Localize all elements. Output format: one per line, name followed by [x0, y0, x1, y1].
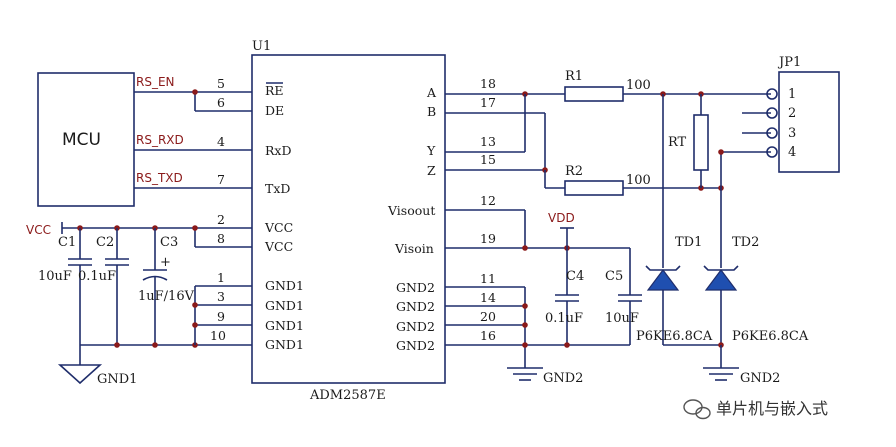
td2-ref: TD2 — [732, 235, 759, 250]
pin-name: VCC — [264, 239, 293, 254]
c3-plus: + — [160, 255, 171, 270]
iso-power: VDD C4 0.1uF C5 10uF GND2 — [445, 209, 642, 386]
jp1-pin: 1 — [788, 87, 796, 102]
pin-name: VCC — [264, 220, 293, 235]
pin-name: GND1 — [265, 278, 304, 293]
mcu-block: MCU — [37, 72, 135, 207]
pin-num: 19 — [480, 231, 496, 246]
pin-num: 11 — [480, 271, 496, 286]
r1-value: 100 — [626, 78, 651, 93]
pin-name: GND2 — [396, 338, 435, 353]
pin-name: TxD — [265, 181, 290, 196]
pin-num: 13 — [480, 134, 496, 149]
jp1-ref: JP1 — [777, 55, 801, 70]
pin-name: GND1 — [265, 337, 304, 352]
pin-num: 4 — [217, 134, 225, 149]
r2-ref: R2 — [565, 164, 583, 179]
r1-ref: R1 — [565, 69, 583, 84]
pin-name: GND2 — [396, 299, 435, 314]
td1-ref: TD1 — [675, 235, 702, 250]
c3-value: 1uF/16V — [138, 289, 195, 304]
pin-num: 2 — [217, 212, 225, 227]
pin-name: RxD — [265, 143, 291, 158]
c5-ref: C5 — [605, 269, 623, 284]
jp1-connector: JP1 1 2 3 4 — [766, 55, 840, 173]
pin-name: B — [427, 104, 436, 119]
c2-ref: C2 — [96, 235, 114, 250]
mcu-label: MCU — [62, 130, 101, 150]
pin-name: GND2 — [396, 280, 435, 295]
pin-num: 5 — [217, 76, 225, 91]
bus-lines: R1 100 R2 100 RT — [445, 69, 771, 196]
net-rs-txd: RS_TXD — [136, 171, 183, 185]
pin-num: 10 — [210, 328, 226, 343]
pin-num: 3 — [217, 289, 225, 304]
watermark-text: 单片机与嵌入式 — [716, 399, 828, 418]
pin-name: Visoout — [387, 203, 435, 218]
c3-ref: C3 — [160, 235, 178, 250]
c2-value: 0.1uF — [78, 269, 116, 284]
pin-num: 14 — [480, 290, 496, 305]
jp1-pin: 3 — [788, 126, 796, 141]
pin-num: 7 — [217, 172, 225, 187]
pin-name: DE — [265, 103, 284, 118]
pin-name: Z — [427, 163, 436, 178]
pin-name: GND1 — [265, 298, 304, 313]
watermark: 单片机与嵌入式 — [683, 399, 828, 420]
net-rs-rxd: RS_RXD — [136, 133, 184, 147]
td2-body — [704, 269, 738, 291]
pin-num: 6 — [217, 95, 225, 110]
pin-name: GND2 — [396, 319, 435, 334]
pin-num: 9 — [217, 309, 225, 324]
u1-right-pins: A 18 B 17 Y 13 Z 15 Visoout 12 Visoin 19… — [387, 76, 496, 353]
net-rs-en: RS_EN — [136, 75, 175, 89]
pin-num: 16 — [480, 328, 496, 343]
vcc-label: VCC — [26, 223, 51, 237]
pin-name: Visoin — [394, 241, 434, 256]
c4-value: 0.1uF — [545, 311, 583, 326]
gnd2-label-a: GND2 — [543, 371, 583, 386]
c5-value: 10uF — [605, 311, 639, 326]
td2-part: P6KE6.8CA — [732, 329, 809, 344]
jp1-box — [778, 71, 840, 173]
pin-name: A — [426, 85, 437, 100]
u1-box — [251, 54, 446, 384]
pin-name: RE — [265, 83, 284, 98]
u1-part: ADM2587E — [309, 388, 386, 403]
pin-num: 8 — [217, 231, 225, 246]
mcu-nets: RS_EN RS_RXD RS_TXD — [134, 75, 252, 189]
td1-part: P6KE6.8CA — [636, 329, 713, 344]
c1-ref: C1 — [58, 235, 76, 250]
c1-value: 10uF — [38, 269, 72, 284]
tvs-diodes: TD1 P6KE6.8CA TD2 P6KE6.8CA GND2 — [636, 94, 809, 386]
wechat-icon — [683, 399, 711, 420]
pin-name: GND1 — [265, 318, 304, 333]
vcc-section: VCC C1 10uF C2 0.1uF C3 + 1uF/16V — [26, 222, 252, 387]
vdd-label: VDD — [548, 211, 575, 225]
u1-chip: U1 ADM2587E — [251, 39, 446, 403]
pin-num: 18 — [480, 76, 496, 91]
u1-ref: U1 — [252, 39, 271, 54]
td1-body — [646, 269, 680, 291]
r1-body — [564, 86, 624, 102]
pin-num: 17 — [480, 95, 496, 110]
jp1-pin: 4 — [788, 145, 796, 160]
pin-num: 15 — [480, 152, 496, 167]
pin-name: Y — [426, 143, 436, 158]
r2-body — [564, 180, 624, 196]
jp1-pin: 2 — [788, 106, 796, 121]
u1-left-pins: 5 RE 6 DE 4 RxD 7 TxD 2 VCC 8 VCC 1 GND1… — [210, 76, 304, 352]
pin-num: 1 — [217, 270, 225, 285]
mcu-box — [37, 72, 135, 207]
rt-ref: RT — [668, 135, 687, 150]
c4-ref: C4 — [566, 269, 584, 284]
rt-body — [693, 114, 709, 171]
pin-num: 12 — [480, 193, 496, 208]
gnd1-label: GND1 — [97, 372, 137, 387]
pin-num: 20 — [480, 309, 496, 324]
gnd2-label-b: GND2 — [740, 371, 780, 386]
r2-value: 100 — [626, 173, 651, 188]
